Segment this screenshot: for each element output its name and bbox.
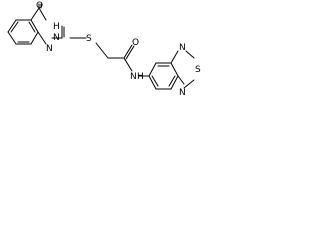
molecule-figure: O H N N S O N H N S N [0, 0, 213, 110]
atom-label-thiadiazole-s: S [195, 65, 201, 75]
bond [125, 45, 135, 60]
bond [95, 42, 109, 59]
atom-label-n-ring-lower: N [46, 44, 53, 54]
bond [170, 62, 179, 77]
bond [170, 75, 179, 90]
bond [30, 19, 39, 33]
atom-label-carbonyl-o: O [36, 1, 43, 11]
bond [30, 31, 39, 45]
bond [38, 7, 47, 21]
bond [185, 50, 195, 59]
bond [148, 75, 157, 90]
bond [30, 7, 40, 21]
atom-label-amide-n: N [130, 72, 137, 82]
bond [170, 50, 179, 64]
bond [10, 21, 19, 33]
bond [123, 57, 133, 72]
bond [7, 19, 17, 33]
bond [183, 79, 195, 89]
bond [177, 75, 185, 85]
atom-label-amide-h: H [137, 72, 144, 82]
bond [148, 62, 157, 77]
bond [123, 44, 133, 59]
atom-label-amide-o: O [132, 38, 139, 48]
atom-label-nh-ring: H [53, 22, 60, 32]
atom-label-thiadiazole-n-bottom: N [179, 88, 186, 98]
atom-label-n-ring-upper: N [53, 33, 60, 43]
atom-label-thioether-s: S [86, 34, 92, 44]
bond-group [7, 3, 195, 90]
bond [28, 21, 36, 33]
molecule-structure-svg: O H N N S O N H N S N [7, 1, 201, 98]
atom-label-thiadiazole-n-top: N [179, 43, 186, 53]
bond [151, 75, 159, 87]
bond [37, 31, 47, 45]
bond [168, 75, 176, 87]
atom-labels: O H N N S O N H N S N [36, 1, 201, 98]
bond [7, 31, 17, 45]
